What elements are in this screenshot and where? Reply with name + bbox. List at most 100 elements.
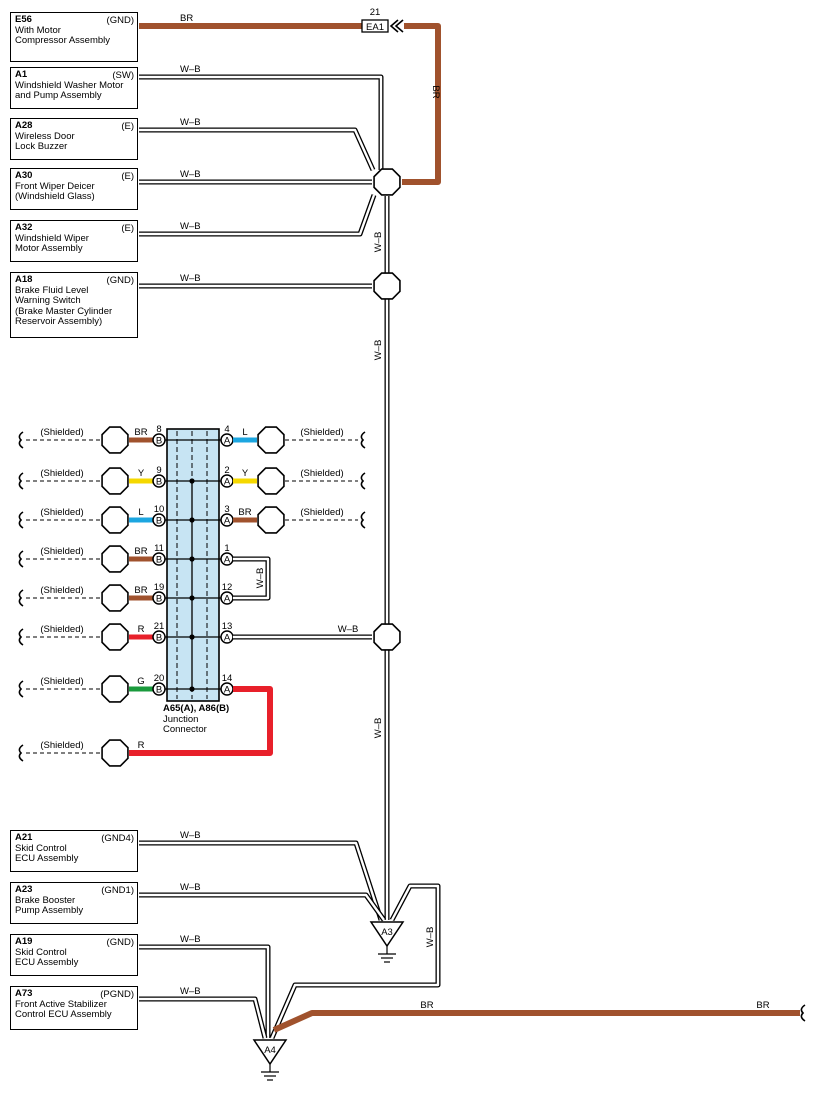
wire-a73 — [139, 996, 268, 1039]
right-pin-4-letter: A — [224, 593, 231, 604]
right-pin-3-letter: A — [224, 554, 231, 565]
component-name: Wireless Door Lock Buzzer — [15, 130, 75, 152]
junction-node-6 — [189, 686, 195, 692]
left-pin-num-0: 8 — [156, 424, 161, 435]
right-shielded-label-2: (Shielded) — [300, 507, 343, 518]
trunk-wb-label-3: W–B — [373, 718, 384, 739]
left-shielded-label-6: (Shielded) — [40, 676, 83, 687]
bottom-splice — [101, 739, 129, 767]
left-pin-num-1: 9 — [156, 465, 161, 476]
component-code: A28 — [15, 120, 33, 131]
wire-a23 — [139, 892, 387, 922]
component-code: A32 — [15, 222, 33, 233]
component-code: E56 — [15, 14, 32, 25]
junction-connector-label: A65(A), A86(B) Junction Connector — [163, 703, 229, 736]
right-pin-num-3: 1 — [224, 543, 229, 554]
left-pin-3 — [152, 552, 166, 566]
wire-a21 — [139, 840, 384, 921]
left-brace-4 — [18, 589, 24, 607]
left-shielded-label-1: (Shielded) — [40, 468, 83, 479]
right-pin-num-0: 4 — [224, 424, 229, 435]
a4-br-label-1: BR — [420, 1000, 433, 1011]
left-pin-4-letter: B — [156, 593, 162, 604]
a4-br-label-2: BR — [756, 1000, 769, 1011]
component-box-a32: A32 Windshield Wiper Motor Assembly (E) — [10, 220, 138, 262]
right-pin-6-letter: A — [224, 684, 231, 695]
right-wire-label-0: L — [242, 427, 247, 438]
component-box-a18: A18 Brake Fluid Level Warning Switch (Br… — [10, 272, 138, 338]
junction-name: Junction Connector — [163, 713, 207, 735]
component-code: A21 — [15, 832, 33, 843]
component-code: A73 — [15, 988, 33, 999]
wire-ea1-to-splice-br — [402, 23, 441, 185]
left-splice-2 — [101, 506, 129, 534]
component-name: Skid Control ECU Assembly — [15, 946, 79, 968]
ground-a3 — [369, 921, 405, 948]
wire-a1-core — [139, 75, 383, 170]
left-pin-2 — [152, 513, 166, 527]
component-code: A23 — [15, 884, 33, 895]
right-brace-0 — [360, 431, 366, 449]
component-name: Front Active Stabilizer Control ECU Asse… — [15, 998, 112, 1020]
bottom-wire-label: R — [138, 740, 145, 751]
component-name: Brake Fluid Level Warning Switch (Brake … — [15, 284, 113, 327]
wire-label-3: W–B — [180, 169, 201, 180]
wire-label-1: W–B — [180, 64, 201, 75]
left-pin-6 — [152, 682, 166, 696]
wire-a19 — [139, 944, 271, 1038]
junction-node-5 — [189, 634, 195, 640]
wire-a3-to-a4-core — [270, 884, 440, 1039]
component-box-a23: A23 Brake Booster Pump Assembly (GND1) — [10, 882, 138, 924]
component-code: A19 — [15, 936, 33, 947]
bottom-shielded-label: (Shielded) — [40, 740, 83, 751]
wire-a32 — [139, 194, 377, 237]
ground-a4-code: A4 — [264, 1045, 276, 1056]
component-pin: (GND1) — [101, 885, 134, 896]
connector-ea1-number: 21 — [370, 7, 381, 18]
component-pin: (SW) — [112, 70, 134, 81]
left-wire-label-2: L — [138, 507, 143, 518]
component-pin: (PGND) — [100, 989, 134, 1000]
loop-pin1-pin12-core — [233, 557, 270, 600]
component-pin: (E) — [121, 223, 134, 234]
component-name: Brake Booster Pump Assembly — [15, 894, 84, 916]
left-pin-1 — [152, 474, 166, 488]
left-pin-num-5: 21 — [154, 621, 165, 632]
wire-a1 — [139, 74, 384, 170]
component-pin: (GND) — [106, 15, 134, 26]
trunk-br-label: BR — [430, 85, 441, 98]
wire-a4-br — [272, 1010, 800, 1033]
right-splice-0 — [257, 426, 285, 454]
wire-a28-core — [139, 128, 375, 171]
component-pin: (GND) — [106, 275, 134, 286]
left-pin-num-2: 10 — [154, 504, 165, 515]
junction-node-1 — [189, 478, 195, 484]
left-pin-num-6: 20 — [154, 673, 165, 684]
bottom-wire-label-1: W–B — [180, 882, 201, 893]
component-box-e56: E56 With Motor Compressor Assembly (GND) — [10, 12, 138, 62]
junction-box — [166, 428, 220, 702]
bottom-wire-label-3: W–B — [180, 986, 201, 997]
right-brace-1 — [360, 472, 366, 490]
wire-a28 — [139, 127, 376, 172]
junction-node-3 — [189, 556, 195, 562]
component-pin: (GND4) — [101, 833, 134, 844]
left-pin-5-letter: B — [156, 632, 162, 643]
left-wire-label-3: BR — [134, 546, 147, 557]
right-pin-num-4: 12 — [222, 582, 233, 593]
wire-a73-core — [139, 997, 267, 1039]
left-splice-3 — [101, 545, 129, 573]
wire-e56-label: BR — [180, 13, 193, 24]
left-splice-0 — [101, 426, 129, 454]
right-pin-num-6: 14 — [222, 673, 233, 684]
trunk-wb-label-2: W–B — [373, 340, 384, 361]
connector-ea1 — [361, 19, 389, 33]
right-pin-2-letter: A — [224, 515, 231, 526]
left-shielded-label-2: (Shielded) — [40, 507, 83, 518]
right-pin-5-letter: A — [224, 632, 231, 643]
right-splice-2 — [257, 506, 285, 534]
component-name: Windshield Washer Motor and Pump Assembl… — [15, 79, 124, 101]
left-brace-1 — [18, 472, 24, 490]
left-pin-3-letter: B — [156, 554, 162, 565]
component-code: A30 — [15, 170, 33, 181]
